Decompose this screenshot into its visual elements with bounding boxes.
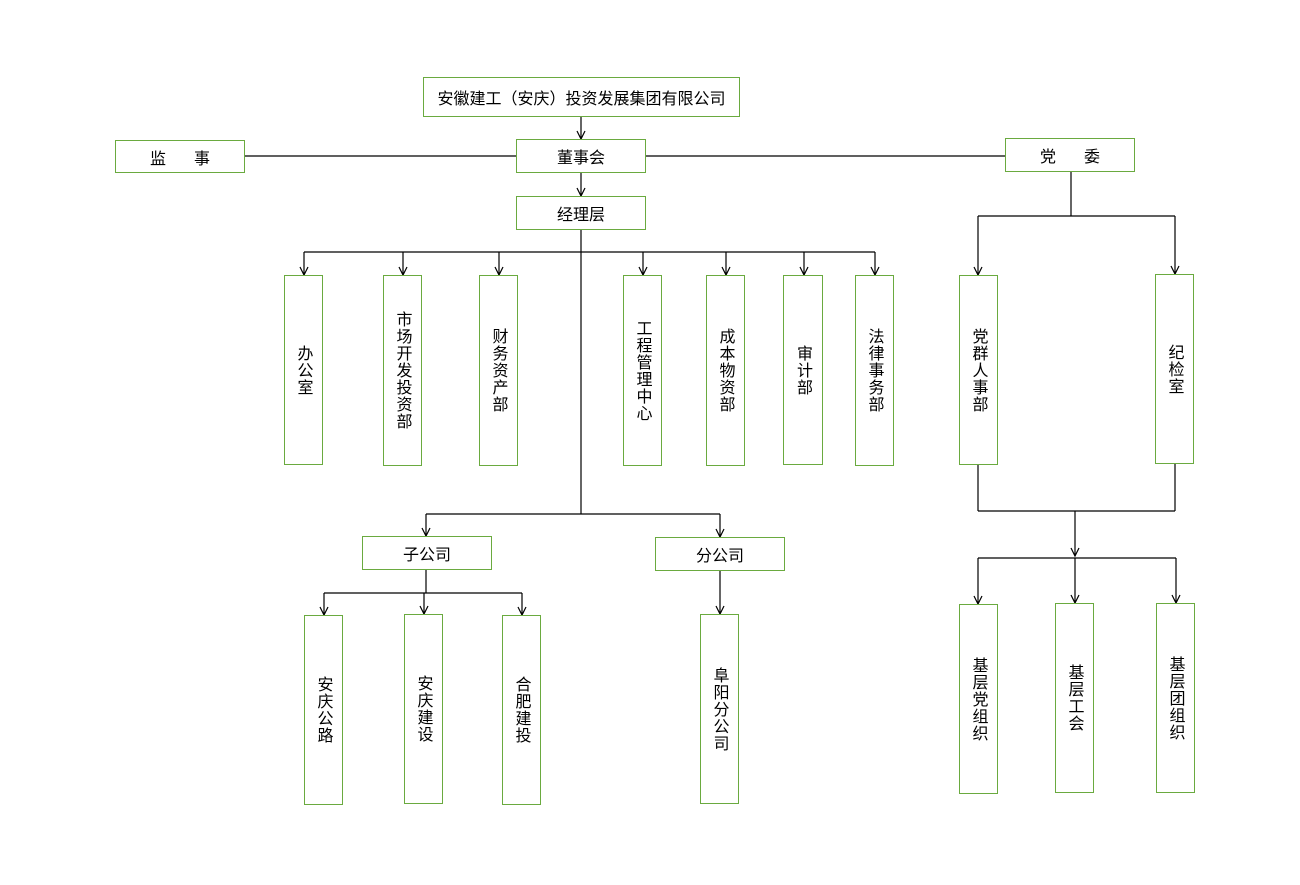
- department-box-engineering: 工程管理中心: [623, 275, 662, 466]
- supervisor-box: 监事: [115, 140, 245, 173]
- branches-group-box: 分公司: [655, 537, 785, 571]
- party-department-label: 党群人事部: [969, 327, 989, 413]
- subsidiaries-group-label: 子公司: [402, 545, 451, 564]
- company-label: 安徽建工（安庆）投资发展集团有限公司: [437, 89, 726, 108]
- grassroots-box-party: 基层党组织: [959, 604, 998, 794]
- subsidiary-box-hefei: 合肥建投: [502, 615, 541, 805]
- department-box-finance: 财务资产部: [479, 275, 518, 466]
- grassroots-box-youth: 基层团组织: [1156, 603, 1195, 793]
- party-department-label: 纪检室: [1165, 343, 1185, 395]
- subsidiaries-group-box: 子公司: [362, 536, 492, 570]
- department-label: 审计部: [794, 344, 813, 396]
- subsidiary-box-construction: 安庆建设: [404, 614, 443, 804]
- grassroots-label: 基层工会: [1065, 664, 1085, 732]
- subsidiary-box-road: 安庆公路: [304, 615, 343, 805]
- department-label: 财务资产部: [489, 328, 509, 413]
- board-box: 董事会: [516, 139, 646, 173]
- department-box-office: 办公室: [284, 275, 323, 465]
- board-label: 董事会: [556, 148, 605, 167]
- management-label: 经理层: [556, 205, 605, 224]
- grassroots-box-union: 基层工会: [1055, 603, 1094, 793]
- department-box-legal: 法律事务部: [855, 275, 894, 466]
- department-label: 工程管理中心: [633, 319, 653, 422]
- department-label: 市场开发投资部: [393, 311, 413, 430]
- branch-box-fuyang: 阜阳分公司: [700, 614, 739, 804]
- subsidiary-label: 安庆建设: [414, 675, 434, 743]
- subsidiary-label: 安庆公路: [314, 676, 334, 744]
- grassroots-label: 基层党组织: [969, 656, 989, 742]
- company-box: 安徽建工（安庆）投资发展集团有限公司: [423, 77, 740, 117]
- branches-group-label: 分公司: [695, 546, 744, 565]
- party-committee-box: 党委: [1005, 138, 1135, 172]
- department-label: 办公室: [294, 344, 314, 396]
- party-department-box-discipline: 纪检室: [1155, 274, 1194, 464]
- department-label: 成本物资部: [716, 328, 736, 413]
- party-committee-label: 党委: [1039, 147, 1128, 166]
- department-box-market: 市场开发投资部: [383, 275, 422, 466]
- department-box-cost: 成本物资部: [706, 275, 745, 466]
- party-department-box-hr: 党群人事部: [959, 275, 998, 465]
- department-box-audit: 审计部: [783, 275, 823, 465]
- branch-label: 阜阳分公司: [710, 666, 730, 752]
- grassroots-label: 基层团组织: [1166, 655, 1186, 741]
- management-box: 经理层: [516, 196, 646, 230]
- arrowhead: [1070, 547, 1080, 558]
- subsidiary-label: 合肥建投: [512, 676, 532, 744]
- department-label: 法律事务部: [865, 328, 885, 413]
- supervisor-label: 监事: [149, 148, 238, 168]
